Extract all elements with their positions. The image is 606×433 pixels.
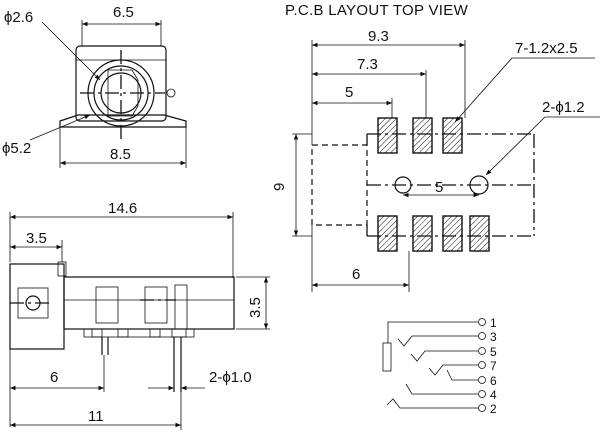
pcb-layout: P.C.B LAYOUT TOP VIEW 9.3 7.3 5 7-1.2x2.… — [271, 2, 600, 292]
side-view: 14.6 3.5 3.5 — [9, 200, 270, 430]
terminal-2 — [478, 404, 486, 412]
pad-top-3 — [442, 117, 463, 154]
dim-9: 9 — [271, 183, 288, 191]
hole-spec: 2-ϕ1.2 — [542, 99, 585, 116]
schematic: 1 3 5 7 6 4 2 — [382, 316, 497, 416]
dim-2-phi-1-0: 2-ϕ1.0 — [209, 369, 252, 386]
pad-bottom-1 — [377, 215, 398, 252]
sleeve-body — [382, 342, 392, 372]
pin-label-4: 4 — [490, 388, 497, 402]
pad-top-2 — [412, 117, 433, 154]
side-body — [63, 276, 235, 330]
terminal-3 — [478, 332, 486, 340]
dim-3-5-right: 3.5 — [247, 297, 264, 318]
terminal-5 — [478, 347, 486, 355]
terminal-4 — [478, 390, 486, 398]
pin-label-7: 7 — [490, 359, 497, 373]
pcb-title: P.C.B LAYOUT TOP VIEW — [285, 2, 469, 19]
dim-7-3: 7.3 — [357, 56, 378, 73]
pin-label-1: 1 — [490, 316, 497, 330]
pad-bottom-3 — [442, 215, 463, 252]
pin-label-5: 5 — [490, 345, 497, 359]
pcb-outline-left — [311, 144, 368, 226]
dim-6-pcb: 6 — [352, 266, 360, 283]
terminal-1 — [478, 318, 486, 326]
pad-bottom-4 — [469, 215, 490, 252]
dim-14-6: 14.6 — [108, 200, 137, 217]
dim-5-mid: 5 — [435, 179, 443, 196]
front-view: 6.5 ϕ2.6 ϕ5.2 8.5 — [2, 4, 187, 168]
dim-6-side: 6 — [50, 369, 58, 386]
pin-label-6: 6 — [490, 374, 497, 388]
dim-11: 11 — [88, 408, 104, 425]
terminal-6 — [478, 376, 486, 384]
pad-spec: 7-1.2x2.5 — [515, 40, 578, 57]
dim-8-5: 8.5 — [110, 146, 131, 163]
dim-phi-5-2: ϕ5.2 — [2, 140, 31, 157]
dim-5-top: 5 — [345, 84, 353, 101]
pin-label-3: 3 — [490, 330, 497, 344]
pin-label-2: 2 — [490, 402, 497, 416]
dim-6-5: 6.5 — [113, 4, 134, 21]
pad-bottom-2 — [412, 215, 433, 252]
dim-phi-2-6: ϕ2.6 — [4, 9, 33, 26]
dim-3-5-top: 3.5 — [26, 230, 47, 247]
dim-9-3: 9.3 — [368, 28, 389, 45]
terminal-7 — [478, 361, 486, 369]
pad-top-1 — [377, 117, 398, 154]
hole-right — [469, 175, 489, 195]
